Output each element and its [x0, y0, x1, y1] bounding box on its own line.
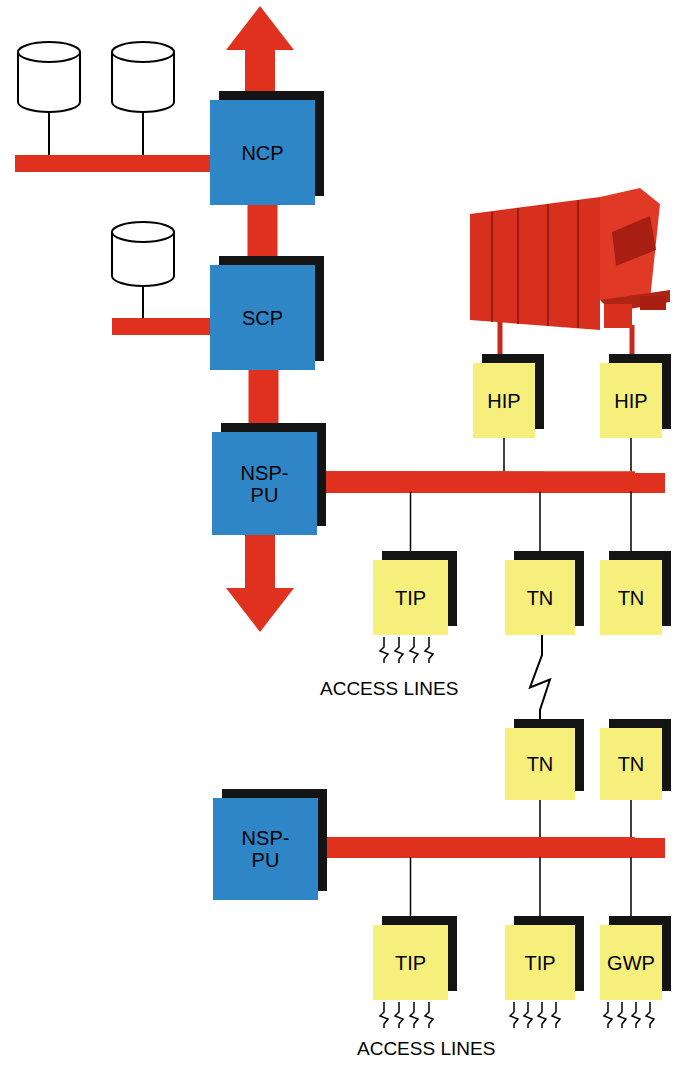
drop-line — [503, 438, 505, 472]
interface-box: TIP — [373, 925, 448, 1000]
node-label: HIP — [487, 390, 520, 412]
interface-box: HIP — [600, 363, 662, 438]
network-bus — [317, 472, 635, 492]
bus-link — [318, 847, 635, 925]
drop-line — [630, 857, 632, 925]
drop-line — [630, 800, 632, 837]
interface-box: TN — [505, 728, 575, 800]
disk-symbol — [112, 42, 174, 155]
drop-line — [630, 438, 632, 472]
disk-symbol — [18, 42, 80, 155]
bus-link — [317, 482, 544, 561]
bus-link — [318, 847, 415, 925]
disk-bus — [112, 318, 214, 335]
node-label: TN — [618, 753, 645, 775]
bus-link — [318, 847, 544, 925]
interface-box: TN — [600, 728, 662, 800]
trunk-link — [248, 205, 278, 265]
processor-box: SCP — [210, 265, 315, 370]
node-label: NCP — [241, 142, 283, 164]
node-label: NSP- PU — [238, 827, 294, 871]
bus-link — [317, 482, 635, 561]
processor-box: NSP- PU — [212, 432, 317, 535]
drop-line — [539, 492, 541, 561]
interface-box: GWP — [600, 925, 662, 1000]
interface-box: TN — [600, 560, 662, 635]
bus-link — [318, 800, 635, 847]
processor-box: NCP — [210, 100, 315, 205]
network-bus — [317, 472, 635, 492]
network-bus — [318, 837, 635, 857]
node-label: TIP — [395, 952, 426, 974]
access-lines-label: ACCESS LINES — [357, 1038, 495, 1060]
drop-line — [539, 800, 541, 837]
drop-line — [630, 492, 632, 561]
drop-line — [410, 492, 412, 561]
disk-bus — [15, 155, 215, 172]
drop-line — [539, 857, 541, 925]
mainframe-computer — [470, 188, 670, 364]
disk-symbol — [112, 222, 174, 318]
interface-box: TIP — [373, 560, 448, 635]
node-label: TN — [527, 587, 554, 609]
drop-line — [410, 857, 412, 925]
trunk-link — [262, 205, 263, 265]
trunk-link — [249, 370, 279, 432]
node-label: NSP- PU — [237, 462, 293, 506]
trunk-arrow-down — [226, 530, 294, 632]
bus-link — [317, 438, 635, 482]
node-label: HIP — [614, 390, 647, 412]
network-bus — [318, 473, 665, 493]
trunk-arrow-up — [226, 6, 294, 104]
interface-box: HIP — [473, 363, 535, 438]
trunk-link — [263, 370, 264, 432]
network-bus — [318, 837, 635, 857]
radio-link — [530, 635, 550, 728]
node-label: TIP — [524, 952, 555, 974]
interface-box: TIP — [505, 925, 575, 1000]
node-label: SCP — [242, 307, 283, 329]
node-label: TN — [527, 753, 554, 775]
node-label: TN — [618, 587, 645, 609]
node-label: TIP — [395, 587, 426, 609]
access-lines-label: ACCESS LINES — [320, 678, 458, 700]
bus-link — [317, 482, 415, 561]
network-bus — [318, 838, 665, 858]
node-label: GWP — [607, 952, 655, 974]
radio-link — [530, 635, 550, 728]
interface-box: TN — [505, 560, 575, 635]
processor-box: NSP- PU — [213, 798, 318, 900]
